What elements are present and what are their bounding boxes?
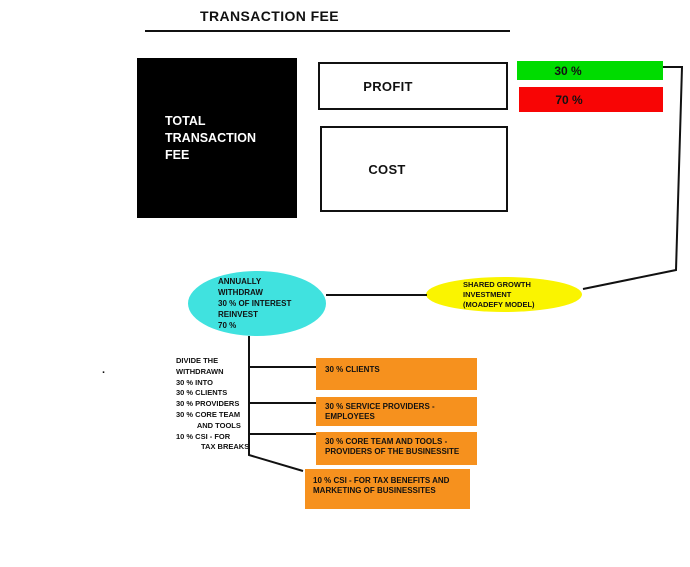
allocation-box-service-providers: 30 % SERVICE PROVIDERS - EMPLOYEES (316, 397, 477, 426)
profit-box: PROFIT (318, 62, 508, 110)
profit-share-bar: 30 % (517, 61, 663, 80)
profit-label: PROFIT (363, 78, 413, 94)
shared-growth-investment-ellipse: SHARED GROWTH INVESTMENT (MOADEFY MODEL) (426, 277, 582, 312)
cost-share-percentage: 70 % (555, 92, 583, 107)
stray-dot: . (102, 364, 106, 376)
profit-share-percentage: 30 % (554, 63, 582, 78)
diagram-title: TRANSACTION FEE (200, 8, 339, 24)
allocation-box-core-team: 30 % CORE TEAM AND TOOLS - PROVIDERS OF … (316, 432, 477, 465)
allocation-box-clients: 30 % CLIENTS (316, 358, 477, 390)
connector-trunk (248, 336, 304, 472)
cost-box: COST (320, 126, 508, 212)
cost-label: COST (368, 161, 406, 177)
cost-share-bar: 70 % (519, 87, 663, 112)
allocation-box-csi: 10 % CSI - FOR TAX BENEFITS AND MARKETIN… (305, 469, 470, 509)
divide-withdrawn-note: DIVIDE THE WITHDRAWN 30 % INTO 30 % CLIE… (176, 356, 250, 452)
total-transaction-fee-box: TOTAL TRANSACTION FEE (137, 58, 297, 218)
title-underline (145, 30, 510, 32)
annually-withdraw-ellipse: ANNUALLY WITHDRAW 30 % OF INTEREST REINV… (188, 271, 326, 336)
